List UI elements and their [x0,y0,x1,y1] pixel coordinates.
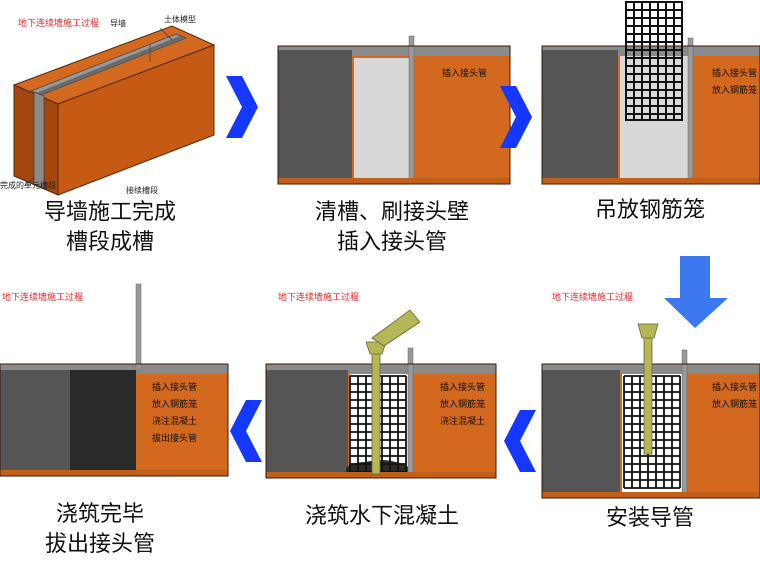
note: 浇注混凝土 [152,417,198,427]
note: 浇注混凝土 [440,417,486,427]
process-title: 地下连续墙施工过程 [278,293,360,303]
completed-unit-label: 完成的单元槽段 [0,181,56,190]
note: 插入接头管 [440,383,486,393]
step-5-line1: 浇筑水下混凝土 [304,504,459,529]
next-unit-label: 接续槽段 [126,186,158,195]
panel-step-6: 地下连续墙施工过程 插入接头管 放入钢筋笼 浇注混凝土 拔出接头管 浇筑完毕 拔… [0,280,232,570]
install-tremie-diagram [541,323,760,499]
note: 插入接头管 [712,69,758,79]
trench-block-diagram [12,25,216,196]
step-3-caption: 吊放钢筋笼 [550,196,750,226]
earth-model-label: 土体模型 [164,15,196,24]
note: 放入钢筋笼 [440,400,486,410]
arrow-left-1 [230,400,262,462]
step-2-line1: 清槽、刷接头壁 [314,200,469,225]
guide-wall-label: 导墙 [110,19,126,28]
rebar-cage-diagram [541,1,760,185]
step-4-line1: 安装导管 [605,506,694,531]
panel-step-3: 插入接头管 放入钢筋笼 吊放钢筋笼 [540,0,760,270]
step-3-line1: 吊放钢筋笼 [594,198,705,223]
step-4-notes: 插入接头管 放入钢筋笼 [712,380,757,414]
step-5-notes: 插入接头管 放入钢筋笼 浇注混凝土 [440,380,485,431]
panel-step-4: 地下连续墙施工过程 插入接头管 放入钢筋笼 安装导管 [540,280,760,570]
arrow-right-2 [500,86,532,148]
panel-step-5: 地下连续墙施工过程 插入接头管 放入钢筋笼 浇注混凝土 浇筑水下混凝土 [262,280,502,570]
note: 放入钢筋笼 [152,400,198,410]
step-1-caption: 导墙施工完成 槽段成槽 [10,198,210,258]
clean-trench-diagram [277,35,511,185]
note: 放入钢筋笼 [712,400,758,410]
arrow-left-2 [504,410,536,472]
step-6-line1: 浇筑完毕 [55,502,144,527]
note: 插入接头管 [442,69,488,79]
note: 放入钢筋笼 [712,86,758,96]
step-2-caption: 清槽、刷接头壁 插入接头管 [282,198,502,258]
step-5-caption: 浇筑水下混凝土 [262,502,502,532]
step-1-line2: 槽段成槽 [65,230,154,255]
step-6-line2: 拔出接头管 [44,532,155,557]
rebar-grid [625,1,683,120]
panel-step-2: 插入接头管 清槽、刷接头壁 插入接头管 [272,0,514,270]
note: 拔出接头管 [152,434,198,444]
process-title: 地下连续墙施工过程 [552,293,634,303]
arrow-down [664,256,728,328]
process-title: 地下连续墙施工过程 [2,293,84,303]
pour-concrete-diagram [265,309,497,479]
step-6-notes: 插入接头管 放入钢筋笼 浇注混凝土 拔出接头管 [152,380,197,448]
finished-wall-diagram [0,283,229,477]
note: 插入接头管 [712,383,758,393]
step-2-notes: 插入接头管 [442,66,487,83]
arrow-right-1 [226,76,258,138]
step-3-notes: 插入接头管 放入钢筋笼 [712,66,757,100]
panel-step-1: 地下连续墙施工过程 导墙 土体模型 完成的单元槽段 接续槽段 导墙施工完成 槽段… [0,0,230,270]
process-title: 地下连续墙施工过程 [18,19,100,29]
step-6-caption: 浇筑完毕 拔出接头管 [0,500,200,560]
step-1-line1: 导墙施工完成 [43,200,176,225]
note: 插入接头管 [152,383,198,393]
step-4-caption: 安装导管 [550,504,750,534]
step-2-line2: 插入接头管 [336,230,447,255]
